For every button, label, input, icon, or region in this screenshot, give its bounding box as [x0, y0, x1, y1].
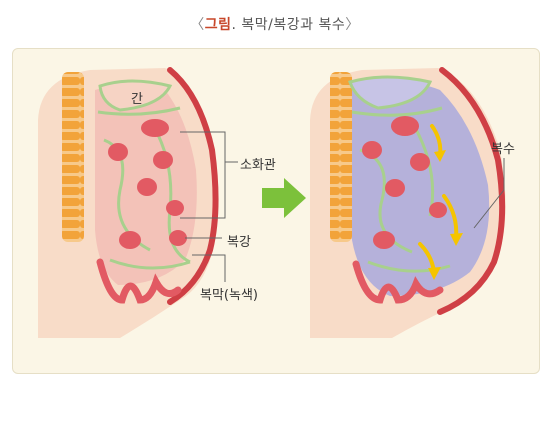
organ-left-3 [153, 151, 173, 169]
organ-right-1 [391, 116, 419, 136]
organ-left-7 [169, 230, 187, 246]
normal-abdomen-figure [38, 67, 238, 338]
organ-left-1 [141, 119, 169, 137]
leader-ascites [473, 158, 505, 229]
title-text: 복막/복강과 복수 [241, 17, 346, 33]
label-intestine: 소화관 [240, 158, 276, 173]
liver-left [98, 79, 173, 112]
leader-intestine-left [180, 131, 238, 219]
organ-left-2 [108, 143, 128, 161]
organ-right-5 [429, 202, 447, 218]
liver-right [348, 75, 433, 110]
peritoneum-line-left [97, 106, 191, 270]
title-bracket-close: 〉 [345, 17, 360, 33]
peritoneum-line-right [351, 106, 451, 273]
title-bracket-open: 〈 [190, 17, 205, 33]
spine-left [62, 72, 84, 242]
title-prefix: 그림 [204, 17, 232, 33]
curved-arrow-icon [428, 267, 441, 280]
pelvis-organs-left [96, 258, 182, 304]
label-cavity: 복강 [227, 235, 251, 250]
figure-title: 〈그림. 복막/복강과 복수〉 [0, 14, 550, 34]
label-peritoneum: 복막(녹색) [200, 288, 258, 303]
organ-left-5 [166, 200, 184, 216]
organ-left-6 [119, 231, 141, 249]
title-dot: . [231, 17, 237, 33]
organ-left-4 [137, 178, 157, 196]
curved-arrow-icon [450, 233, 463, 246]
ascites-abdomen-figure [310, 67, 506, 338]
organ-right-2 [362, 141, 382, 159]
abdominal-wall-right [437, 67, 506, 315]
pelvis-organs-right [352, 260, 444, 304]
leader-peritoneum-left [192, 254, 226, 282]
curved-arrow-icon [434, 150, 446, 162]
abdominal-wall-left [167, 67, 219, 305]
right-arrow-icon [262, 178, 306, 218]
organ-right-3 [410, 153, 430, 171]
organ-right-6 [373, 231, 395, 249]
label-ascites: 복수 [491, 142, 515, 157]
spine-right [330, 72, 352, 242]
organ-right-4 [385, 179, 405, 197]
label-liver: 간 [131, 92, 143, 107]
